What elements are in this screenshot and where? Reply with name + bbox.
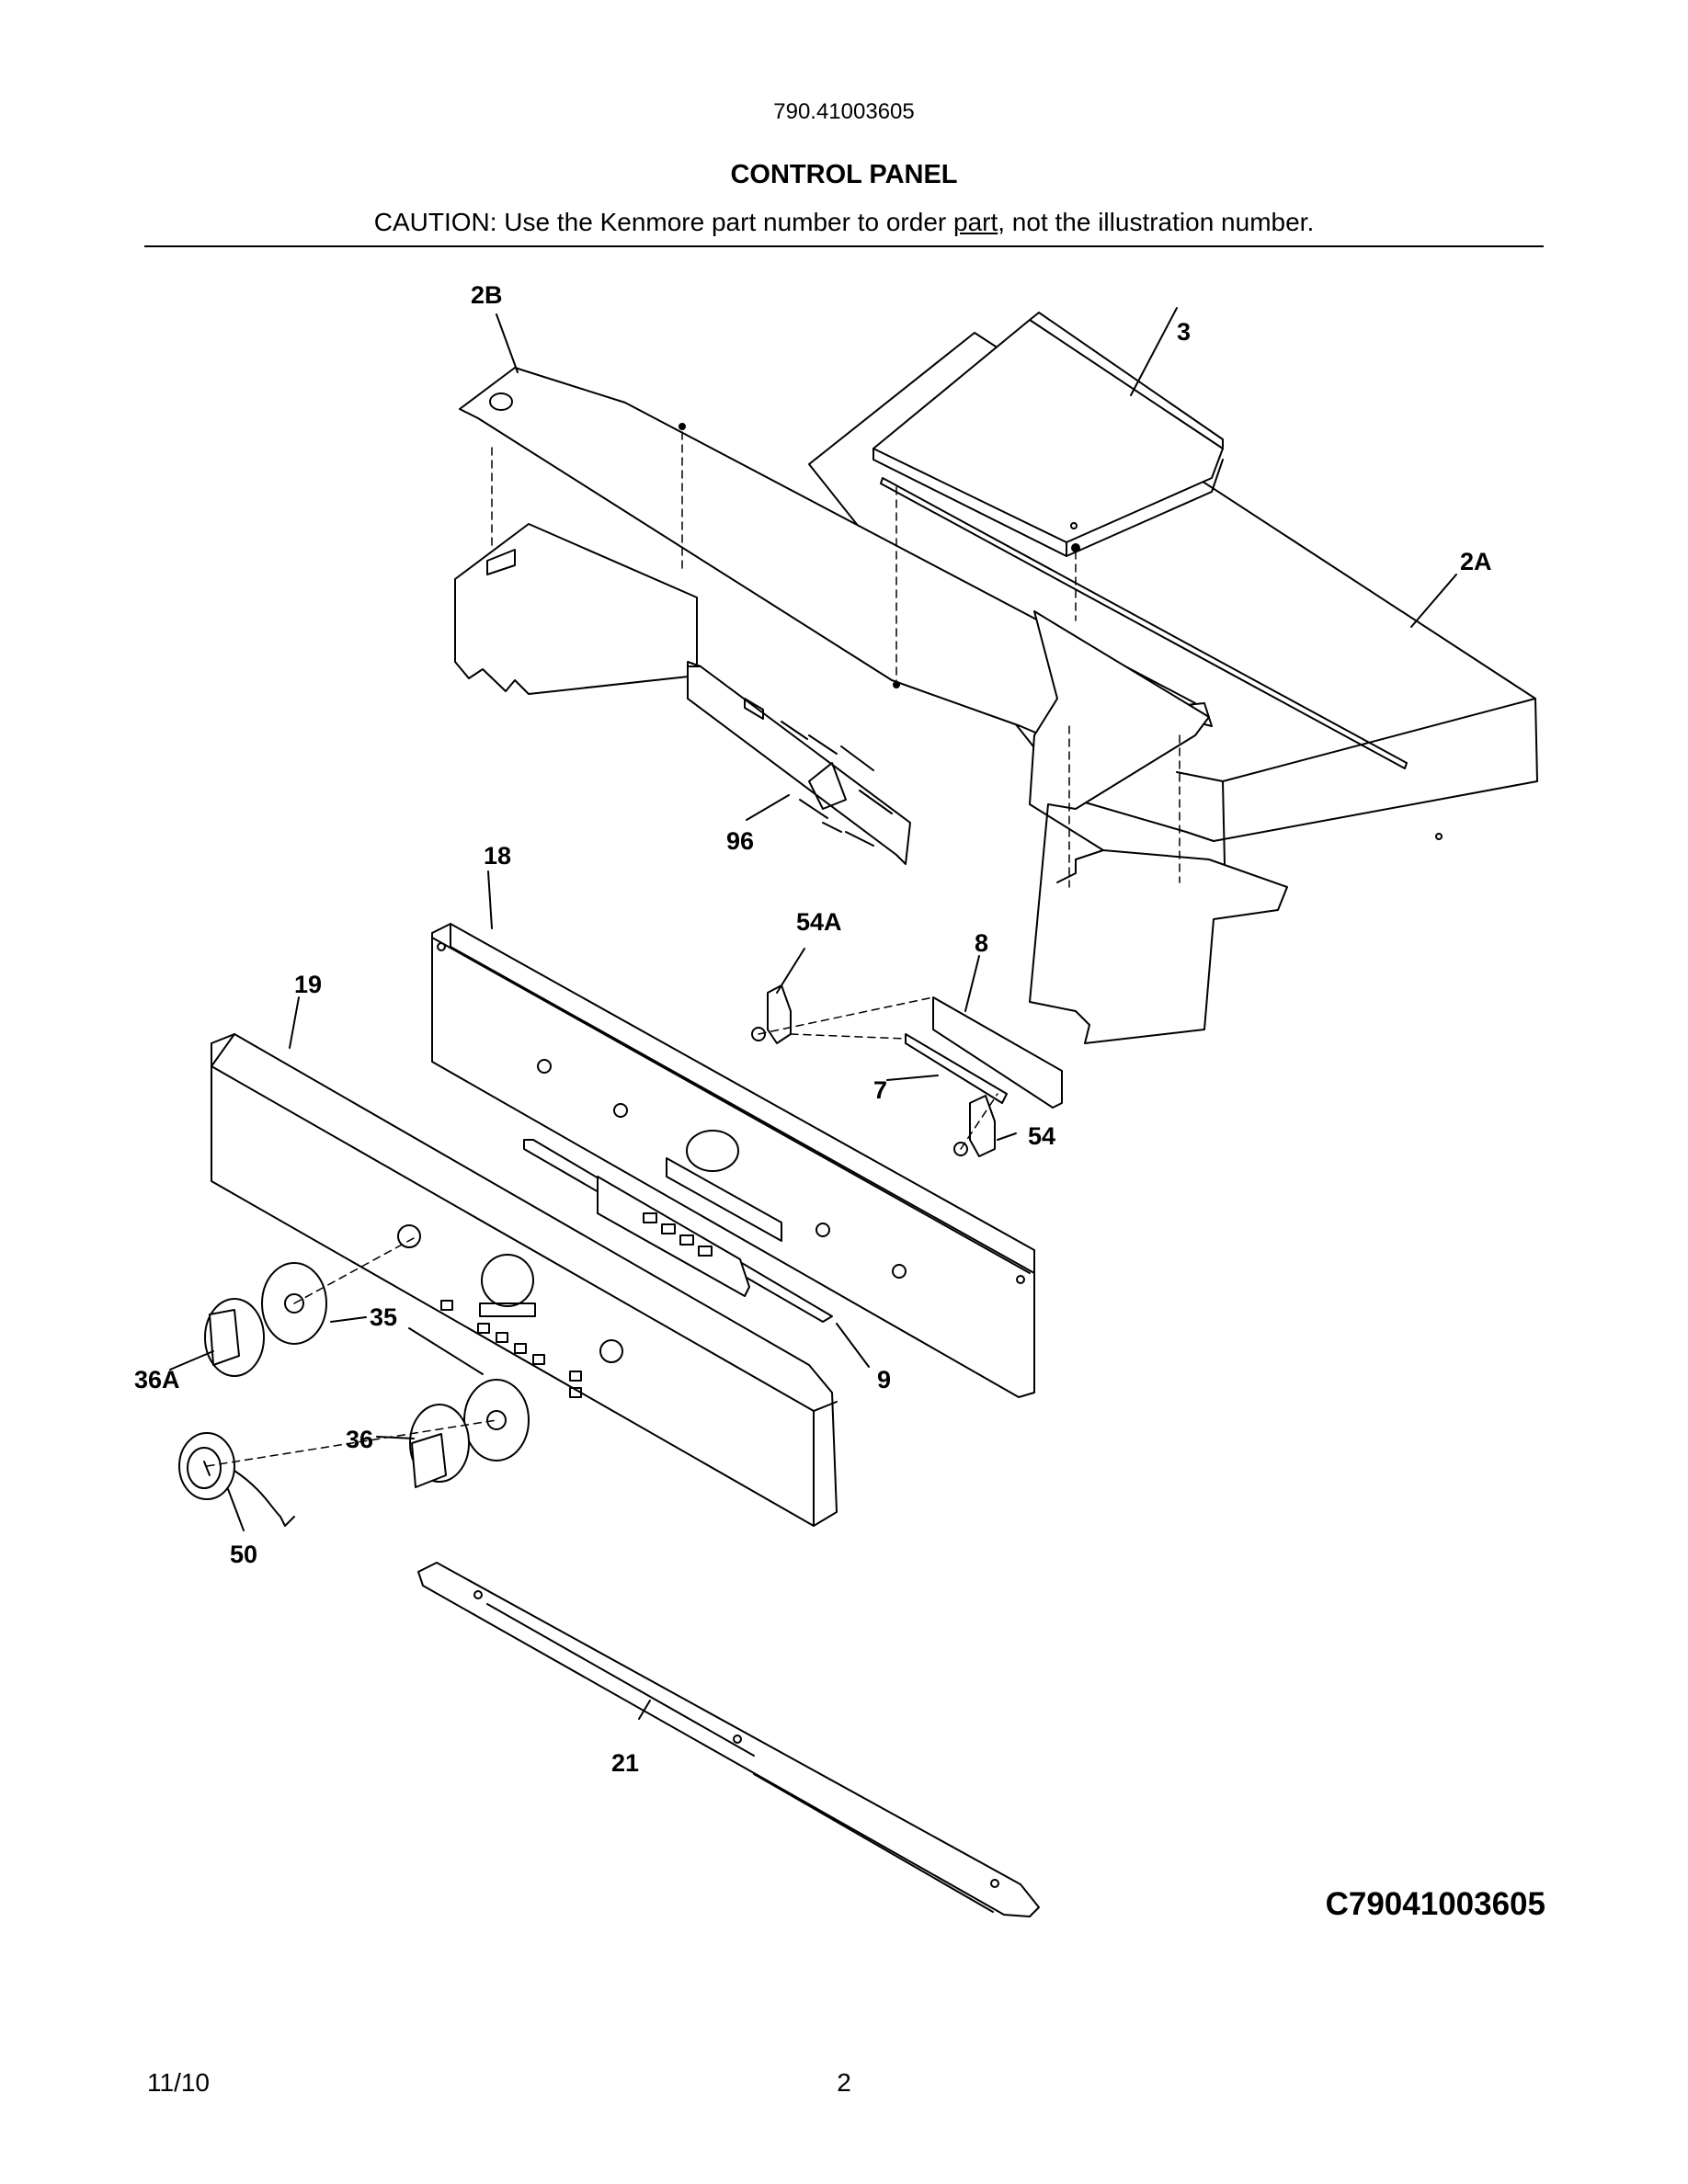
- right-side-bracket: [1029, 610, 1288, 1044]
- callout-36: 36: [346, 1426, 373, 1453]
- part-3-top-cover: [873, 312, 1224, 557]
- callout-18: 18: [484, 842, 511, 870]
- part-8-bracket: [932, 996, 1063, 1109]
- page-title: CONTROL PANEL: [730, 160, 958, 189]
- left-side-bracket: [454, 523, 698, 695]
- callout-36a: 36A: [134, 1366, 180, 1393]
- callout-54a: 54A: [796, 908, 842, 936]
- callout-35: 35: [370, 1303, 397, 1331]
- part-36a-knob: [204, 1298, 265, 1377]
- callout-3: 3: [1177, 318, 1191, 346]
- part-19-console-front: [211, 1033, 838, 1527]
- page-number: 2: [837, 2068, 851, 2097]
- keypad-overlay: [597, 1176, 750, 1297]
- caution-suffix: , not the illustration number.: [998, 208, 1315, 236]
- header-divider: [144, 245, 1544, 247]
- part-35-knob-bezel-lower: [463, 1379, 530, 1462]
- part-54a-switch: [751, 984, 792, 1044]
- callout-8: 8: [975, 929, 988, 957]
- caution-note: CAUTION: Use the Kenmore part number to …: [0, 208, 1688, 237]
- part-21-bottom-trim: [417, 1562, 1040, 1917]
- callout-9: 9: [877, 1366, 891, 1393]
- callout-96: 96: [726, 827, 754, 855]
- callout-54: 54: [1028, 1122, 1055, 1150]
- callout-7: 7: [873, 1076, 887, 1104]
- alignment-dashes: [206, 431, 1180, 1467]
- caution-underlined-word: part: [953, 208, 998, 236]
- part-96-control-board: [687, 661, 911, 865]
- model-number: 790.41003605: [773, 99, 915, 124]
- callout-2b: 2B: [471, 281, 503, 309]
- diagram-code: C79041003605: [1325, 1886, 1545, 1922]
- part-36-knob: [409, 1404, 470, 1488]
- part-7-strip: [905, 1033, 1008, 1104]
- callout-leaders: [169, 307, 1457, 1720]
- callout-50: 50: [230, 1541, 257, 1568]
- footer-date: 11/10: [147, 2068, 210, 2097]
- caution-prefix: CAUTION: Use the Kenmore part number to …: [373, 208, 953, 236]
- part-18-console-backplate: [431, 923, 1035, 1398]
- part-54-switch: [953, 1095, 996, 1157]
- callout-21: 21: [611, 1749, 639, 1777]
- callout-19: 19: [294, 971, 322, 998]
- callout-2a: 2A: [1460, 548, 1492, 575]
